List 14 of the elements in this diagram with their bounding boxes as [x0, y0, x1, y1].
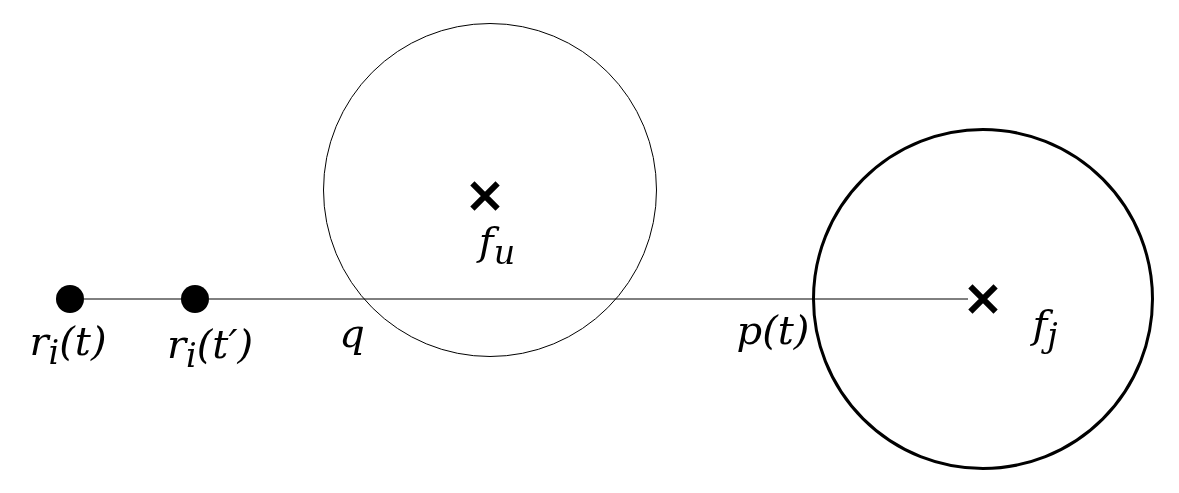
cross-mark	[968, 284, 998, 314]
point-dot	[56, 285, 84, 313]
math-label: q	[339, 313, 365, 353]
math-label: f$_{u}$	[478, 220, 516, 270]
math-label: p(t)	[736, 310, 810, 350]
math-label: f$_{j}$	[1032, 303, 1058, 353]
line-segment	[208, 298, 969, 300]
range-circle	[323, 23, 657, 357]
math-label: r$_{i}$(t′)	[166, 323, 254, 373]
cross-mark	[470, 181, 500, 211]
point-dot	[181, 285, 209, 313]
math-label: r$_{i}$(t)	[29, 320, 107, 370]
range-circle	[812, 128, 1154, 470]
line-segment	[83, 298, 182, 300]
